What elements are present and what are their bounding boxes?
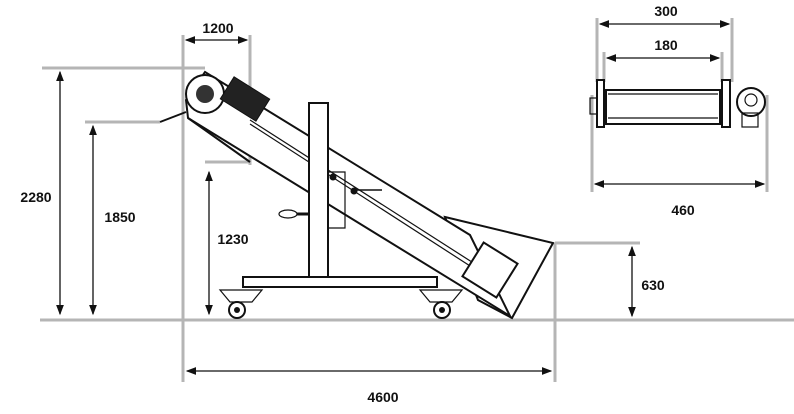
end-motor (736, 87, 766, 117)
label-total-height: 2280 (20, 189, 51, 205)
label-belt-width: 180 (654, 37, 678, 53)
tail-section (461, 241, 519, 299)
motor-mount (741, 112, 759, 128)
label-top-width: 1200 (202, 20, 233, 36)
conveyor-side-view (159, 70, 555, 320)
discharge-chute (187, 117, 251, 163)
dimension-labels: 1200 2280 1850 1230 630 4600 300 180 460 (20, 3, 694, 405)
roller (605, 89, 721, 125)
label-overall-width: 460 (671, 202, 695, 218)
motor (219, 76, 271, 122)
base-frame (242, 276, 438, 288)
extension-lines (40, 18, 794, 382)
drive-hub (196, 85, 214, 103)
label-total-length: 4600 (367, 389, 398, 405)
label-discharge-height: 1850 (104, 209, 135, 225)
wheel-hub (234, 307, 240, 313)
clamp-bracket (328, 171, 346, 229)
side-plate (596, 79, 605, 128)
belt-line (249, 119, 501, 281)
belt-line (249, 123, 499, 285)
wheel-hub (439, 307, 445, 313)
dimension-arrows (56, 20, 766, 375)
motor-hub (744, 93, 758, 107)
label-frame-width: 300 (654, 3, 678, 19)
conveyor-end-view (589, 79, 766, 128)
discharge-chute (159, 111, 187, 123)
caster-bracket (218, 289, 264, 303)
side-plate (721, 79, 731, 128)
clamp-knob (329, 173, 337, 181)
clamp-knob (350, 187, 358, 195)
label-hopper-height: 630 (641, 277, 665, 293)
caster-bracket (418, 289, 464, 303)
support-post (308, 102, 329, 278)
label-clearance-height: 1230 (217, 231, 248, 247)
adjustment-handle (278, 209, 298, 219)
